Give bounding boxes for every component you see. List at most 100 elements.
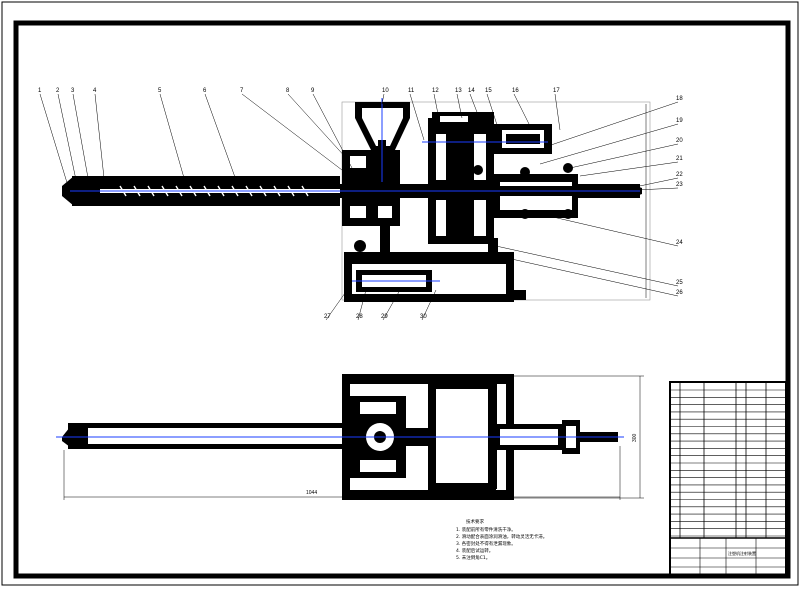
bolt-a bbox=[520, 167, 530, 177]
plan-view: 1044 300 bbox=[56, 374, 644, 500]
part-label: 16 bbox=[512, 88, 519, 94]
leader-line bbox=[94, 93, 105, 179]
part-label: 18 bbox=[676, 96, 683, 102]
leader-line bbox=[204, 93, 237, 181]
part-label: 6 bbox=[203, 88, 207, 94]
drawing-title: 注塑机注射装置 bbox=[728, 550, 756, 556]
part-label: 20 bbox=[676, 138, 683, 144]
parts-list-frame bbox=[669, 381, 787, 577]
part-label: 25 bbox=[676, 280, 683, 286]
leader-line bbox=[382, 289, 401, 321]
part-label: 19 bbox=[676, 118, 683, 124]
part-label: 24 bbox=[676, 240, 683, 246]
bolt-e bbox=[473, 165, 483, 175]
leader-line bbox=[39, 93, 69, 187]
part-label: 1 bbox=[38, 88, 42, 94]
part-label: 27 bbox=[324, 314, 331, 320]
leader-line bbox=[569, 143, 679, 169]
part-label: 9 bbox=[311, 88, 315, 94]
dim-length-label: 1044 bbox=[306, 490, 317, 496]
part-label: 22 bbox=[676, 172, 683, 178]
feed-block-window-bottom bbox=[350, 206, 366, 218]
part-label: 10 bbox=[382, 88, 389, 94]
leader-line bbox=[72, 93, 89, 179]
leader-line bbox=[539, 213, 679, 247]
leader-line bbox=[312, 93, 353, 169]
leader-line bbox=[241, 93, 343, 171]
title-block: 注塑机注射装置 bbox=[669, 537, 787, 577]
part-label: 4 bbox=[93, 88, 97, 94]
note-line-5: 5. 未注倒角C1。 bbox=[456, 554, 490, 561]
leader-line bbox=[539, 123, 679, 165]
base-foot bbox=[508, 290, 526, 300]
note-line-1: 1. 装配前所有零件清洗干净。 bbox=[456, 526, 516, 533]
part-label: 26 bbox=[676, 290, 683, 296]
leader-line bbox=[554, 93, 561, 131]
leader-line bbox=[495, 245, 679, 287]
gearbox-cap-inner bbox=[440, 116, 468, 122]
gearbox-window-bl bbox=[436, 200, 446, 236]
leader-line bbox=[579, 161, 679, 177]
plan-feed-window-t bbox=[360, 402, 396, 414]
leader-line bbox=[513, 93, 531, 127]
part-label: 11 bbox=[408, 88, 415, 94]
part-label: 23 bbox=[676, 182, 683, 188]
leader-line bbox=[287, 93, 349, 161]
parts-list bbox=[669, 381, 787, 577]
leader-line bbox=[629, 177, 679, 189]
leader-line bbox=[547, 101, 679, 147]
tech-notes: 技术要求 1. 装配前所有零件清洗干净。 2. 滑动配合表面涂润滑油，转动灵活无… bbox=[456, 518, 547, 561]
motor-core bbox=[506, 134, 540, 144]
leader-line bbox=[325, 285, 351, 321]
leader-line bbox=[497, 255, 679, 297]
leader-line bbox=[159, 93, 185, 179]
leader-line bbox=[456, 93, 463, 119]
support-post-2 bbox=[488, 238, 498, 262]
feed-block-window-top bbox=[350, 156, 366, 168]
nozzle-tip bbox=[62, 176, 74, 206]
title-block-frame bbox=[669, 537, 787, 577]
note-line-3: 3. 各密封处不得有泄漏现象。 bbox=[456, 540, 516, 547]
part-label: 13 bbox=[455, 88, 462, 94]
plan-feed-window-b bbox=[360, 460, 396, 472]
base-bolt bbox=[354, 240, 366, 252]
dim-height-label: 300 bbox=[632, 433, 638, 442]
plan-barrel-inner bbox=[88, 428, 342, 444]
notes-title: 技术要求 bbox=[466, 518, 484, 525]
leader-line bbox=[433, 93, 441, 125]
part-label: 14 bbox=[468, 88, 475, 94]
plan-gear-window bbox=[436, 388, 488, 484]
leader-line bbox=[381, 93, 385, 105]
gearbox-window-l bbox=[436, 134, 446, 180]
leader-line bbox=[486, 93, 499, 129]
note-line-4: 4. 装配后试运转。 bbox=[456, 547, 493, 554]
part-label: 8 bbox=[286, 88, 290, 94]
part-label: 17 bbox=[553, 88, 560, 94]
support-post bbox=[380, 226, 390, 262]
leader-line bbox=[57, 93, 77, 181]
inner-border bbox=[13, 20, 791, 579]
bolt-c bbox=[520, 209, 530, 219]
bolt-d bbox=[563, 209, 573, 219]
note-line-2: 2. 滑动配合表面涂润滑油，转动灵活无卡滞。 bbox=[456, 533, 547, 540]
part-label: 28 bbox=[356, 314, 363, 320]
leader-line bbox=[409, 93, 425, 141]
part-label: 15 bbox=[485, 88, 492, 94]
part-label: 12 bbox=[432, 88, 439, 94]
part-label: 7 bbox=[240, 88, 244, 94]
part-label: 3 bbox=[71, 88, 75, 94]
leader-line bbox=[421, 289, 437, 321]
gearbox-window-br bbox=[474, 200, 486, 236]
outer-border bbox=[1, 1, 799, 586]
part-label: 21 bbox=[676, 156, 683, 162]
part-label: 2 bbox=[56, 88, 60, 94]
gear-hub bbox=[452, 138, 468, 234]
leader-line bbox=[469, 93, 481, 121]
feed-block-window-r bbox=[378, 206, 392, 218]
part-label: 29 bbox=[381, 314, 388, 320]
part-label: 5 bbox=[158, 88, 162, 94]
leader-lines bbox=[39, 93, 679, 321]
bolt-b bbox=[563, 163, 573, 173]
